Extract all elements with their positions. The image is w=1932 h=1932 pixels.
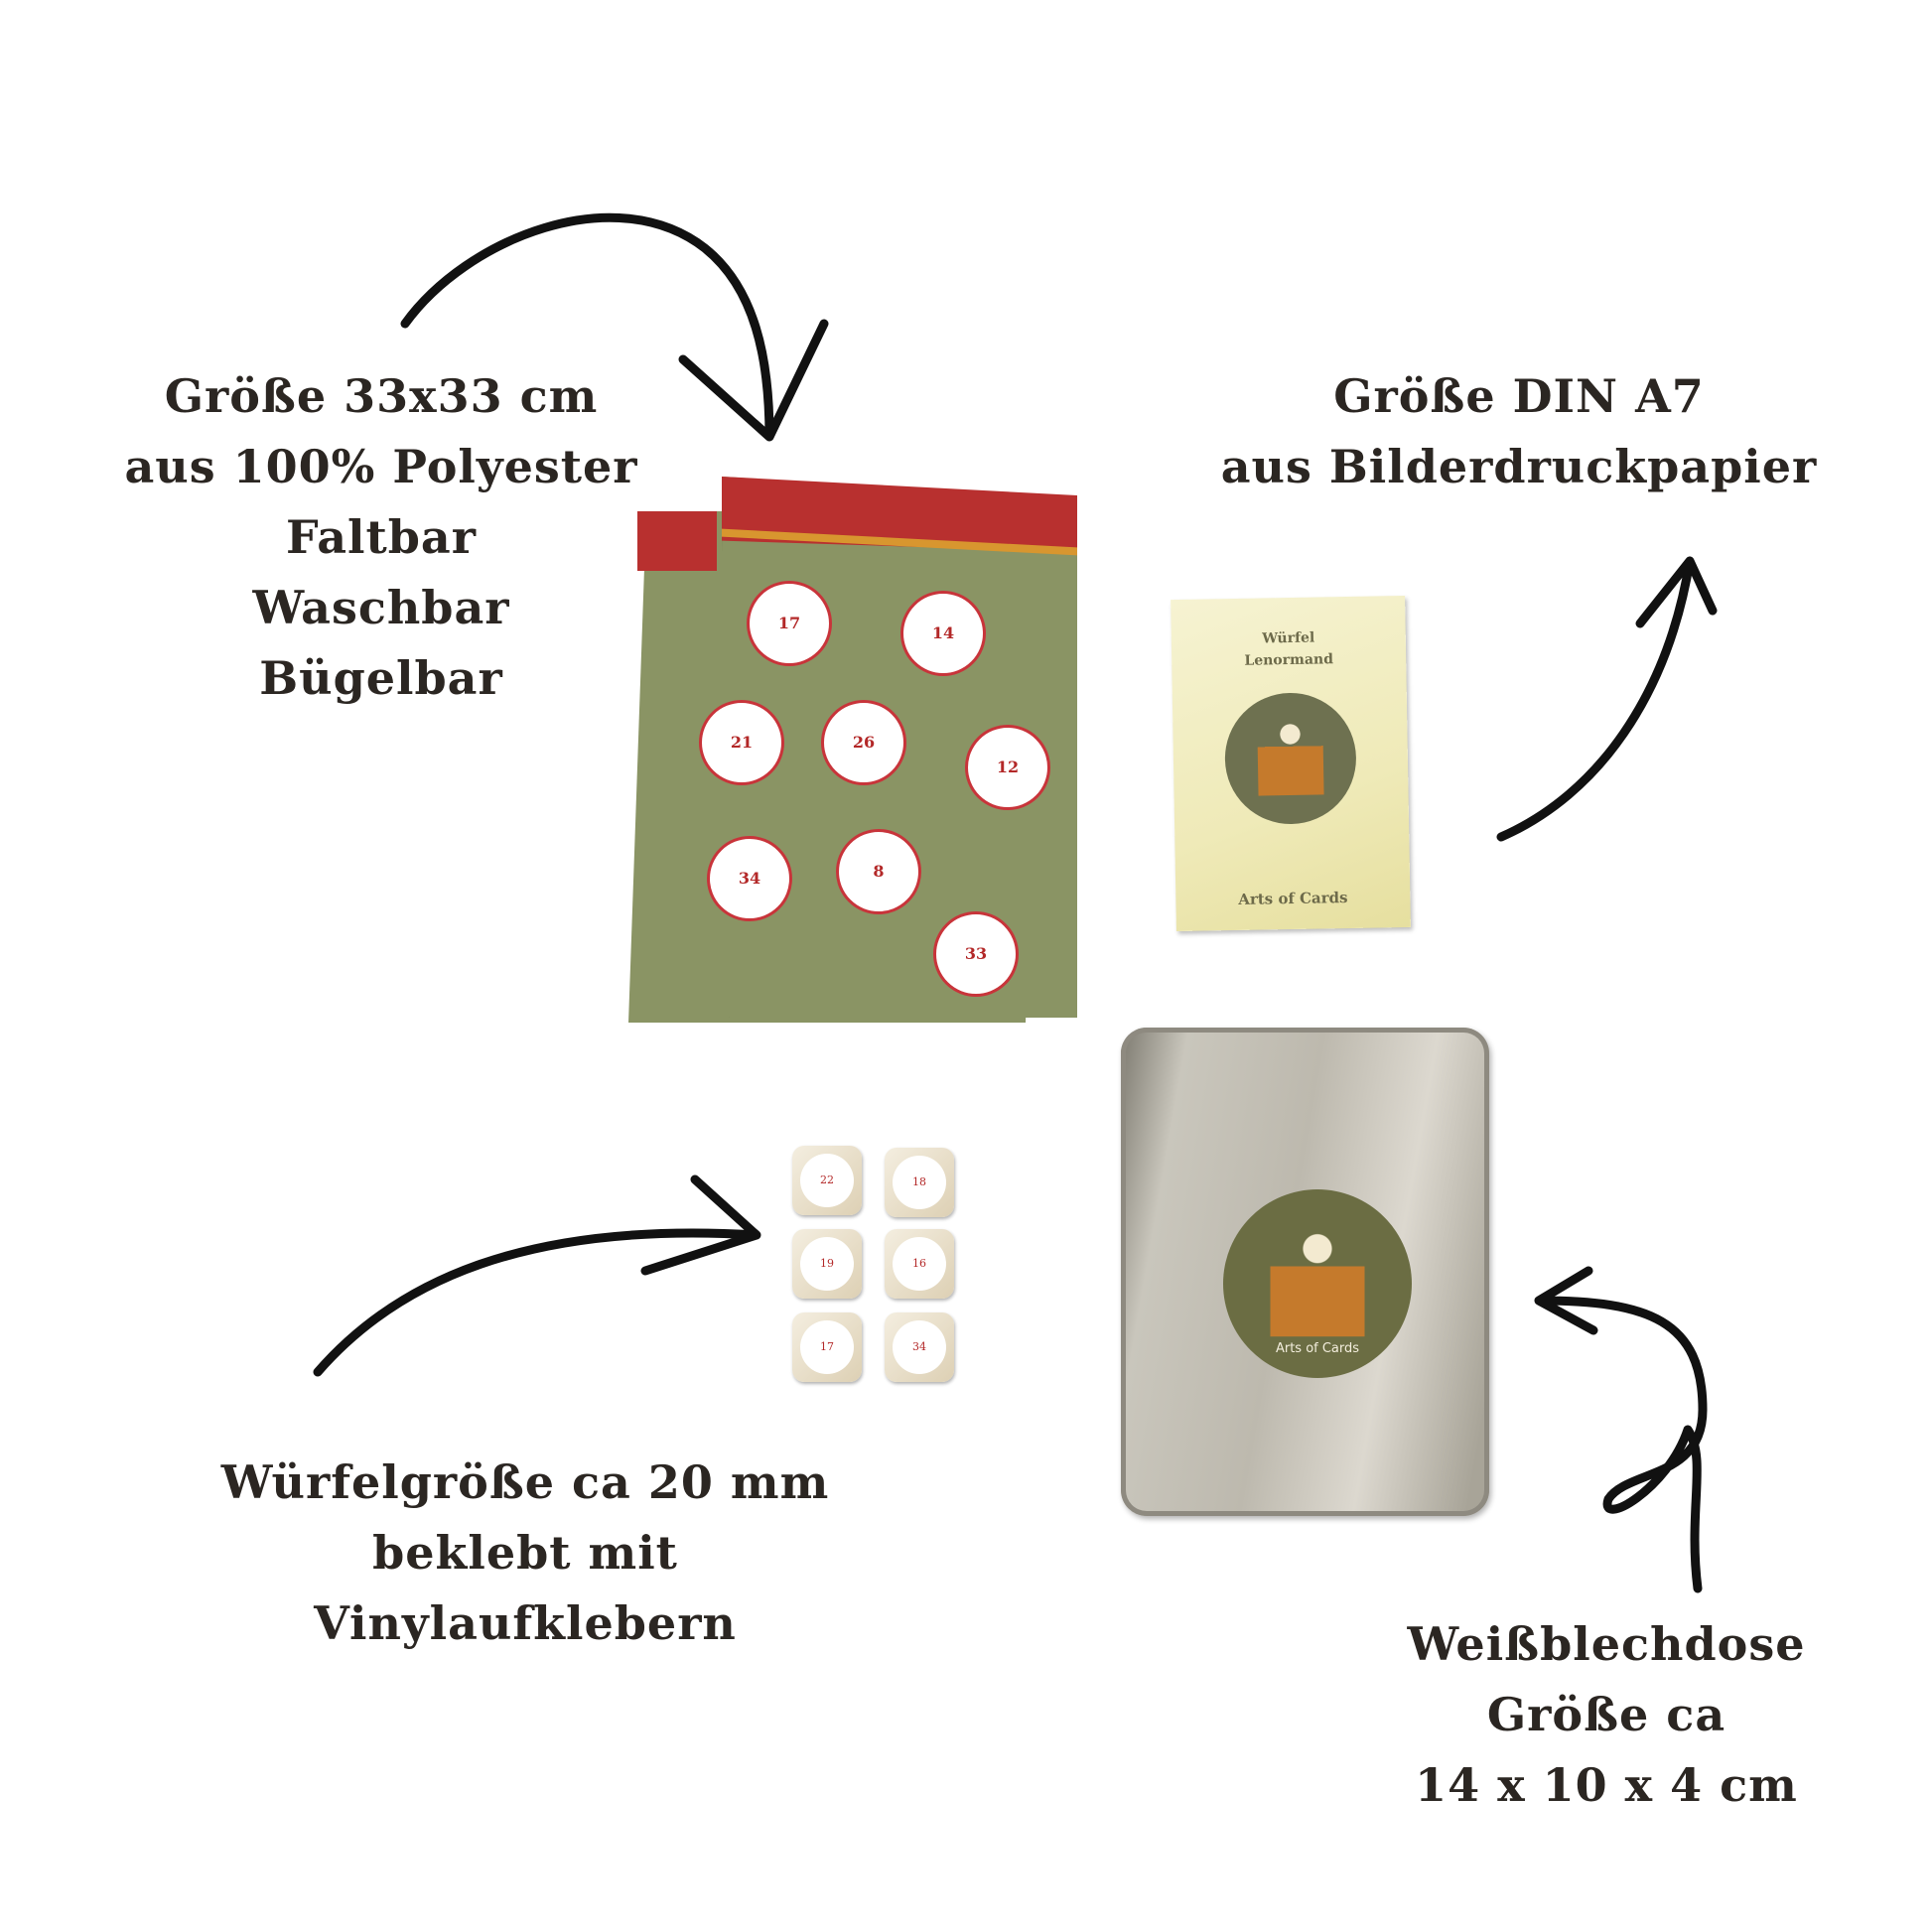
text-line: Größe 33x33 cm [164, 369, 599, 423]
cloth-symbol: 17 [747, 581, 832, 666]
die-number: 16 [893, 1237, 946, 1291]
text-line: aus Bilderdruckpapier [1220, 440, 1818, 493]
die: 18 [885, 1148, 954, 1217]
dice-set: 22 18 19 16 17 34 [792, 1146, 961, 1394]
die-number: 34 [893, 1320, 946, 1374]
text-line: Faltbar [286, 510, 477, 564]
cloth-symbol: 8 [836, 829, 921, 914]
text-line: Größe DIN A7 [1333, 369, 1705, 423]
die: 34 [885, 1312, 954, 1382]
die: 17 [792, 1312, 862, 1382]
die: 19 [792, 1229, 862, 1299]
cloth-symbol: 33 [933, 911, 1019, 997]
text-line: 14 x 10 x 4 cm [1415, 1758, 1798, 1812]
fortune-teller-emblem-icon [1223, 691, 1358, 826]
text-line: aus 100% Polyester [124, 440, 638, 493]
die-number: 17 [800, 1320, 854, 1374]
text-line: Vinylaufklebern [314, 1596, 737, 1650]
text-line: Größe ca [1486, 1688, 1726, 1741]
arrow-to-tin-icon [1534, 1266, 1708, 1593]
die-number: 19 [800, 1237, 854, 1291]
cloth-symbol: 34 [707, 836, 792, 921]
text-line: Weißblechdose [1407, 1617, 1806, 1671]
arrow-to-card-icon [1496, 556, 1718, 842]
arrow-to-dice-icon [313, 1174, 761, 1377]
die-number: 22 [800, 1154, 854, 1207]
fortune-teller-emblem-icon: Arts of Cards [1223, 1189, 1412, 1378]
tin-box: Arts of Cards [1121, 1028, 1489, 1516]
card-title-line: Lenormand [1244, 651, 1334, 669]
cloth-symbol: 21 [699, 700, 784, 785]
cloth-symbol: 26 [821, 700, 906, 785]
dice-description: Würfelgröße ca 20 mm beklebt mit Vinylau… [221, 1448, 830, 1659]
die: 16 [885, 1229, 954, 1299]
card-description: Größe DIN A7 aus Bilderdruckpapier [1221, 361, 1818, 502]
text-line: Würfelgröße ca 20 mm [220, 1455, 830, 1509]
cloth-symbol: 12 [965, 725, 1050, 810]
text-line: Waschbar [252, 581, 510, 634]
folded-cloth-image: 17 14 21 26 12 34 8 33 [628, 477, 1077, 1023]
die: 22 [792, 1146, 862, 1215]
die-number: 18 [893, 1156, 946, 1209]
arrow-to-cloth-icon [400, 212, 829, 442]
text-line: beklebt mit [372, 1526, 678, 1580]
text-line: Bügelbar [259, 651, 503, 705]
tin-brand: Arts of Cards [1275, 1341, 1360, 1356]
tin-description: Weißblechdose Größe ca 14 x 10 x 4 cm [1408, 1609, 1806, 1821]
cloth-symbol: 14 [900, 591, 986, 676]
cloth-description: Größe 33x33 cm aus 100% Polyester Faltba… [124, 361, 637, 714]
card-brand: Arts of Cards [1238, 889, 1348, 908]
